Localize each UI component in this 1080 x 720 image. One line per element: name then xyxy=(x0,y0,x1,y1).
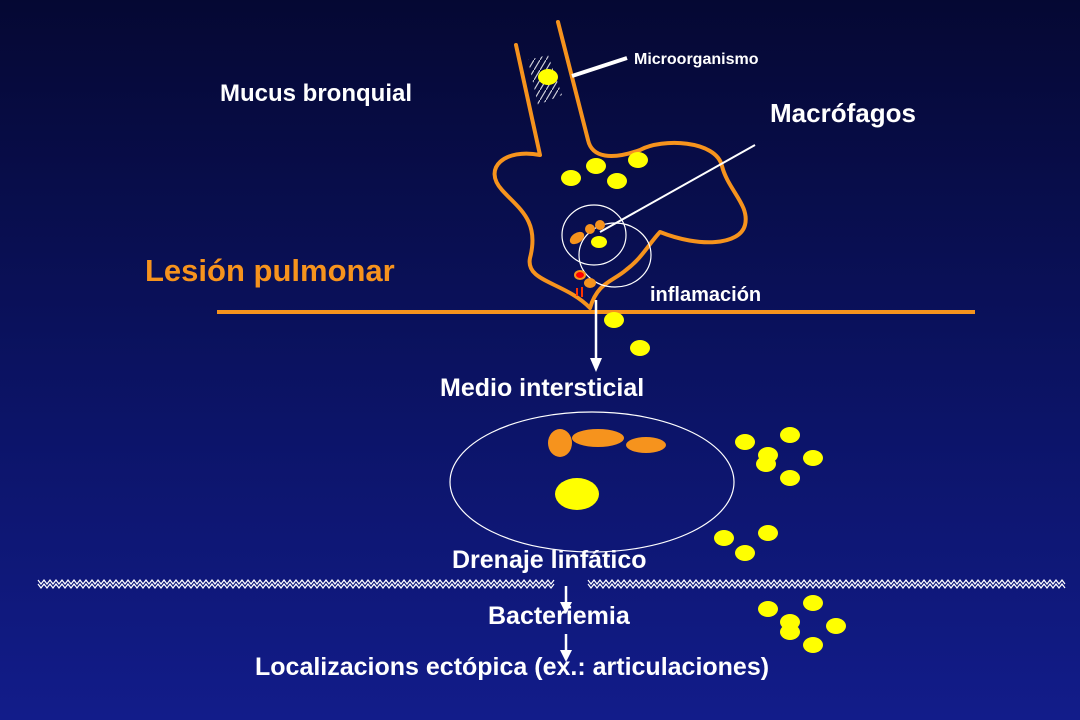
label-mucus-bronquial: Mucus bronquial xyxy=(220,80,412,107)
bacteremia-arrow-2-head xyxy=(560,650,572,662)
inflammation-dot xyxy=(574,270,586,280)
label-microorganismo: Microorganismo xyxy=(634,51,759,68)
bronchus-outline xyxy=(492,20,748,310)
label-drenaje-linfatico: Drenaje linfático xyxy=(452,546,647,574)
interstitial-cell-membrane xyxy=(449,411,735,553)
macrophage-membrane-1 xyxy=(561,204,627,266)
label-inflamacion: inflamación xyxy=(650,284,762,306)
macrophage-membrane-2 xyxy=(578,222,652,288)
macrofagos-pointer xyxy=(599,144,756,233)
label-medio-intersticial: Medio intersticial xyxy=(440,374,645,402)
label-localizacion-ectopica: Localizacions ectópica (ex.: articulacio… xyxy=(255,653,770,681)
phagocytosed-bacteria xyxy=(548,220,666,457)
inflammation-mark xyxy=(576,287,583,297)
label-lesion-pulmonar: Lesión pulmonar xyxy=(145,253,395,288)
microorganisms xyxy=(538,69,846,653)
lymphatic-barrier xyxy=(37,579,1066,589)
label-macrofagos: Macrófagos xyxy=(770,98,916,128)
bacteremia-arrow-1-head xyxy=(560,602,572,614)
drainage-arrow-head xyxy=(590,358,602,372)
label-bacteriemia: Bacteriemia xyxy=(488,602,630,630)
microorganismo-pointer xyxy=(571,56,628,78)
